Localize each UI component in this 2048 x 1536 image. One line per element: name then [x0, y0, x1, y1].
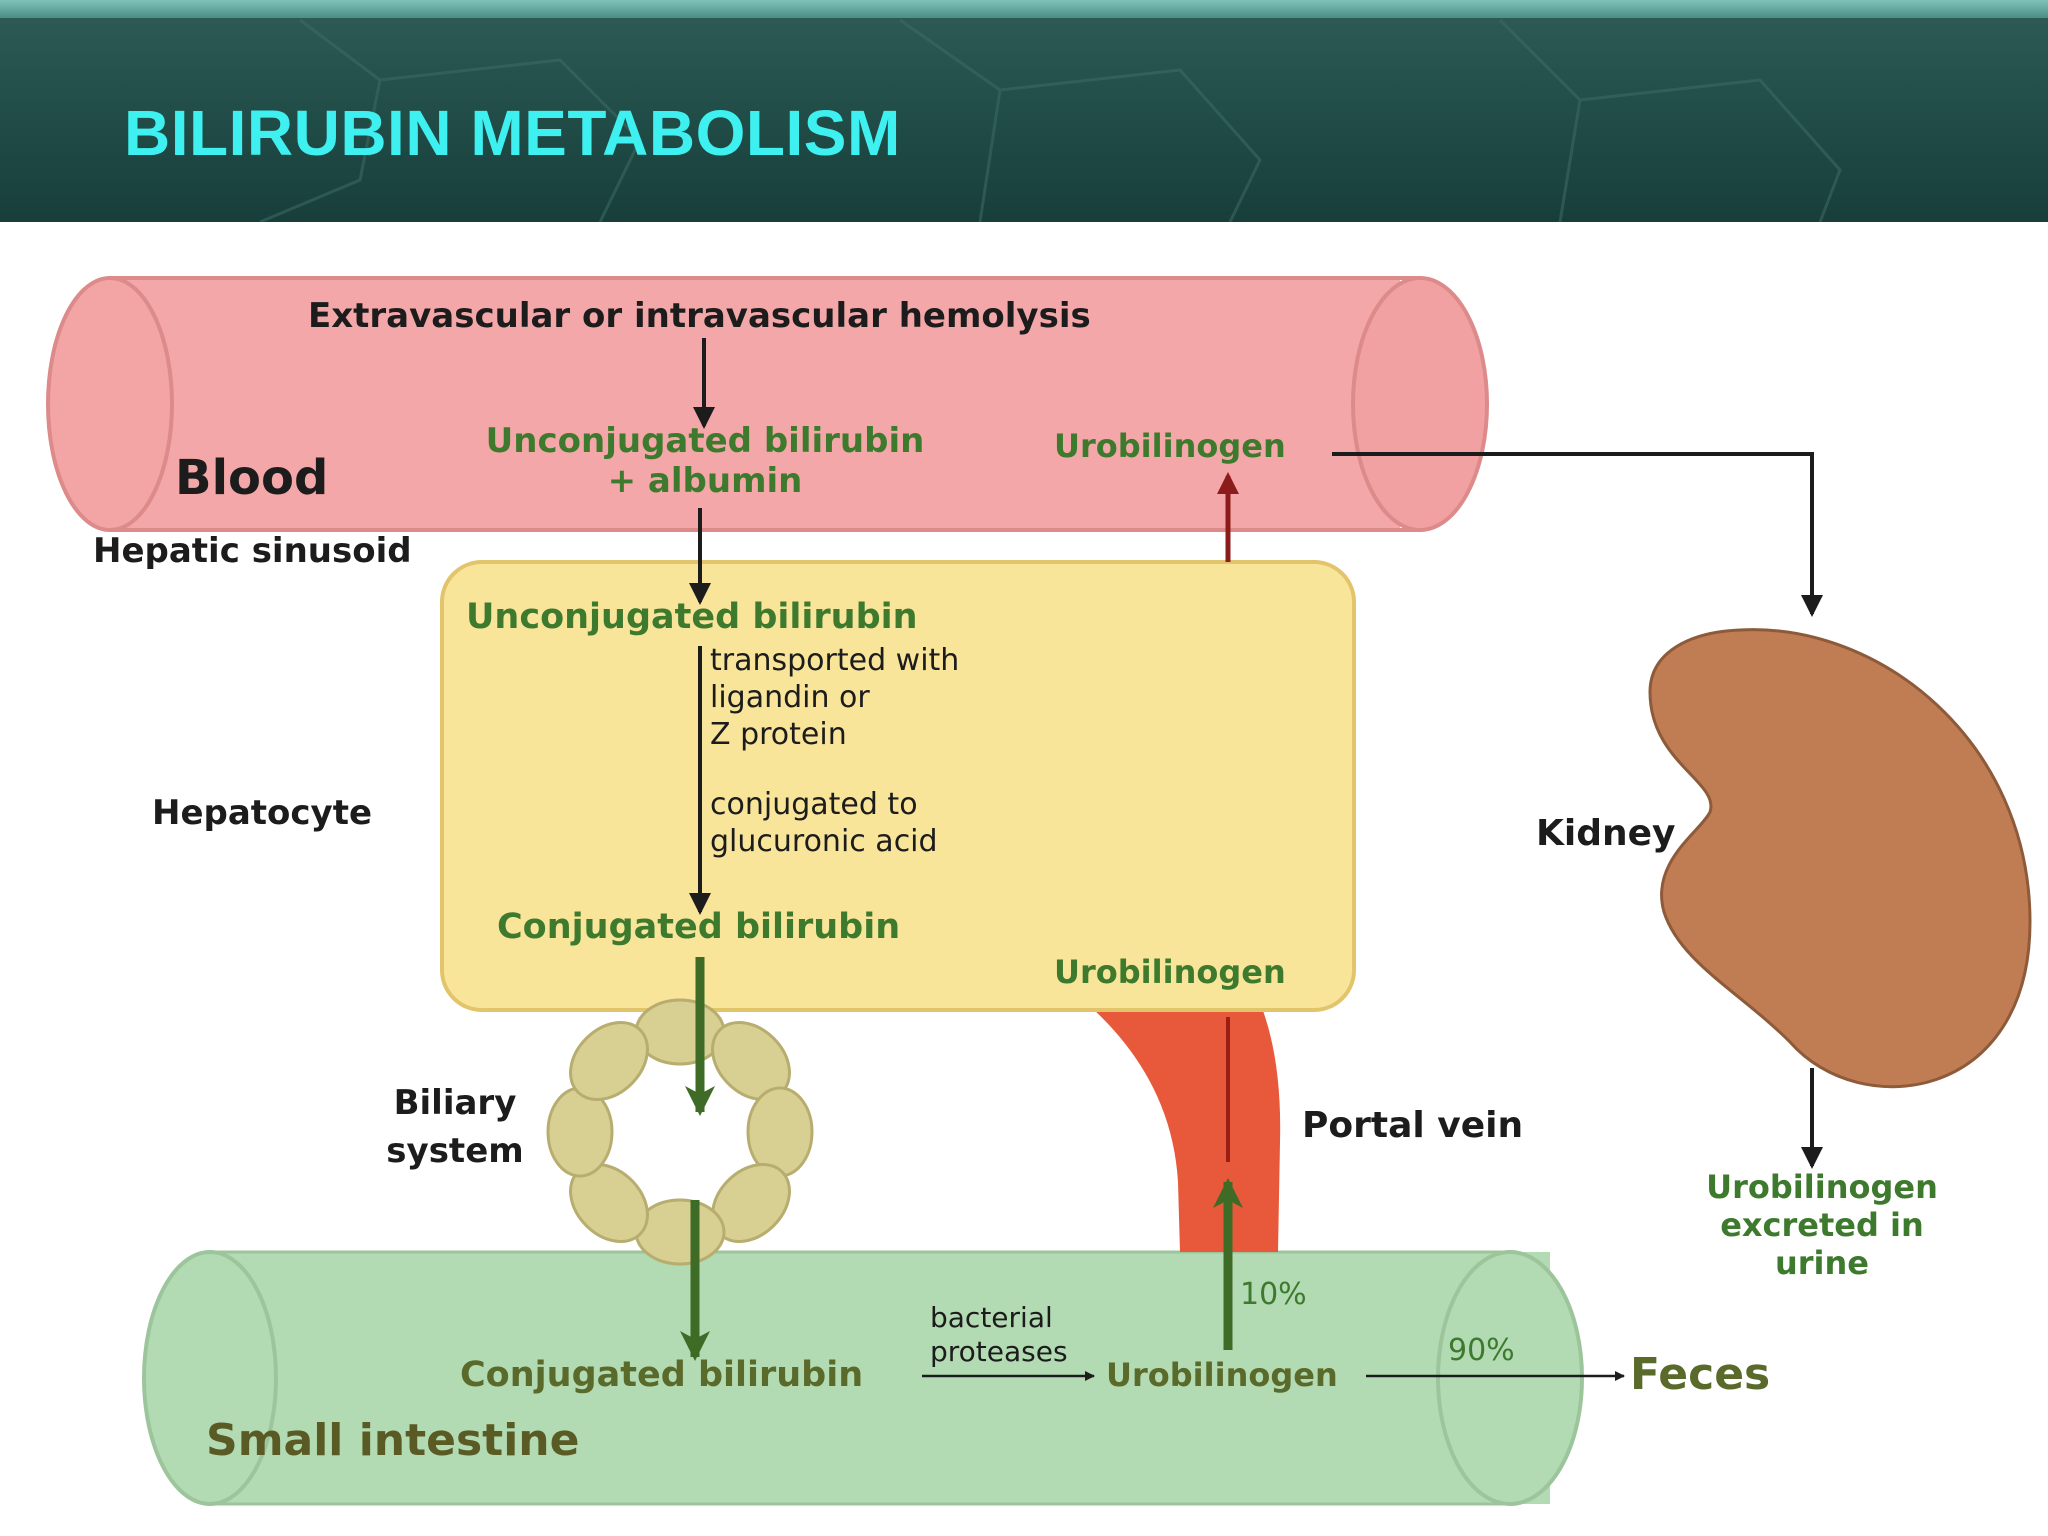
feces-label: Feces [1630, 1349, 1771, 1400]
intestine-tube [142, 1250, 1584, 1506]
urine-line-2: excreted in [1720, 1206, 1924, 1244]
arrow-to-kidney [1332, 452, 1823, 617]
bacterial-line-2: proteases [930, 1335, 1068, 1368]
biliary-line-1: Biliary [393, 1083, 517, 1123]
intestine-conjugated-label: Conjugated bilirubin [460, 1355, 864, 1395]
conjugation-line-2: glucuronic acid [710, 824, 938, 859]
slide-header: BILIRUBIN METABOLISM [0, 0, 2048, 222]
blood-unconjugated-line1: Unconjugated bilirubin [485, 421, 925, 461]
blood-unconjugated-line2: + albumin [607, 461, 803, 501]
header-hex-pattern [259, 18, 1842, 222]
portal-vein-shape [1092, 1008, 1281, 1252]
intestine-urobilinogen-label: Urobilinogen [1106, 1356, 1338, 1394]
biliary-ring-icon [546, 998, 814, 1266]
blood-urobilinogen-label: Urobilinogen [1054, 427, 1286, 465]
diagram-shapes [46, 276, 2032, 1506]
conjugation-line-1: conjugated to [710, 787, 918, 822]
hemolysis-label: Extravascular or intravascular hemolysis [308, 296, 1091, 336]
hepatic-sinusoid-label: Hepatic sinusoid [93, 531, 412, 571]
transport-line-3: Z protein [710, 717, 847, 752]
hepatocyte-urobilinogen-label: Urobilinogen [1054, 953, 1286, 991]
bacterial-line-1: bacterial [930, 1301, 1053, 1334]
kidney-icon [1648, 628, 2032, 1089]
transport-line-2: ligandin or [710, 680, 870, 715]
hepatocyte-conjugated-label: Conjugated bilirubin [497, 907, 901, 947]
small-intestine-label: Small intestine [206, 1415, 580, 1466]
biliary-line-2: system [386, 1131, 524, 1171]
urine-line-1: Urobilinogen [1706, 1168, 1938, 1206]
ten-percent-label: 10% [1240, 1277, 1307, 1312]
hepatocyte-unconjugated-label: Unconjugated bilirubin [466, 597, 918, 637]
page-title: BILIRUBIN METABOLISM [124, 97, 901, 169]
bilirubin-diagram: Extravascular or intravascular hemolysis… [0, 222, 2048, 1536]
hepatocyte-box [440, 560, 1356, 1012]
header-stripe [0, 0, 2048, 18]
blood-vessel-tube [46, 276, 1489, 532]
kidney-label: Kidney [1536, 813, 1676, 854]
urine-line-3: urine [1774, 1244, 1869, 1282]
hepatocyte-label: Hepatocyte [152, 793, 373, 833]
transport-line-1: transported with [710, 643, 960, 678]
portal-vein-label: Portal vein [1302, 1105, 1524, 1146]
ninety-percent-label: 90% [1448, 1333, 1515, 1368]
blood-label: Blood [175, 450, 329, 506]
